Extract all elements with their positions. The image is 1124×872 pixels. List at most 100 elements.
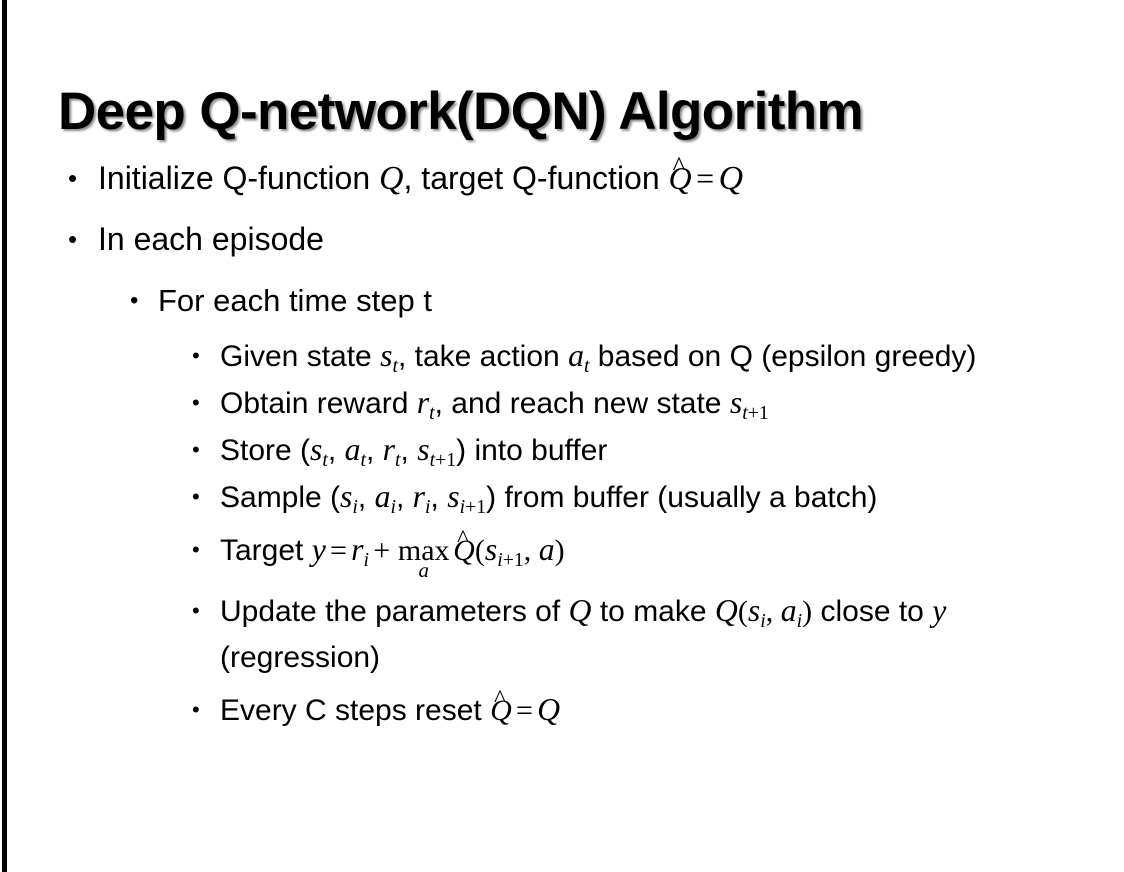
bullet-text: Obtain reward rt, and reach new state st…	[220, 380, 1094, 427]
math-var-y: y	[932, 593, 947, 628]
hat-accent: ^	[493, 684, 506, 714]
bullet-dot: •	[192, 343, 200, 368]
math-subscript: t	[429, 401, 435, 424]
math-var-s: s	[484, 532, 498, 567]
math-var-r: r	[412, 479, 426, 514]
math-subscript: t	[395, 448, 401, 471]
math-var-q: Q	[568, 593, 592, 628]
bullet-dot: •	[130, 287, 139, 314]
sub-var: t	[429, 448, 436, 471]
bullet-dot: •	[68, 224, 78, 254]
bullet-store-transition: • Store (st, at, rt, st+1) into buffer	[0, 427, 1124, 474]
bullet-sample-batch: • Sample (si, ai, ri, si+1) from buffer …	[0, 474, 1124, 521]
math-equals: =	[696, 160, 715, 196]
text-fragment: Store (	[220, 434, 311, 467]
sub-var: i	[459, 495, 466, 518]
math-paren-open: (	[737, 595, 748, 628]
math-subscript: i	[425, 495, 431, 518]
math-var-s: s	[747, 593, 761, 628]
math-subscript: i+1	[460, 496, 487, 518]
text-fragment: , target Q-function	[403, 160, 669, 196]
text-fragment: ,	[365, 434, 383, 467]
bullet-text: For each time step t	[158, 283, 432, 318]
math-var-q2: Q	[714, 593, 738, 628]
math-subscript: t	[322, 448, 328, 471]
text-fragment: ) from buffer (usually a batch)	[486, 481, 878, 514]
math-paren-close: )	[802, 595, 813, 628]
math-var-s-next: s	[417, 432, 430, 467]
bullet-in-each-episode: • In each episode	[0, 209, 1124, 269]
sub-offset: +1	[465, 495, 487, 518]
math-comma: ,	[765, 595, 781, 628]
math-var-a: a	[344, 432, 361, 467]
math-q-hat: ^Q	[669, 148, 692, 208]
max-label: max	[397, 534, 450, 567]
sub-offset: +1	[435, 448, 457, 471]
bullet-dot: •	[192, 437, 200, 462]
sub-var: i	[497, 548, 503, 571]
math-paren-close: )	[554, 534, 565, 567]
math-subscript: t+1	[430, 449, 457, 471]
math-var-s: s	[340, 479, 353, 514]
text-fragment: to make	[591, 595, 715, 628]
bullet-initialize: • Initialize Q-function Q, target Q-func…	[0, 148, 1124, 209]
left-edge-rule	[2, 0, 7, 872]
text-fragment: Every C steps reset	[220, 694, 491, 727]
math-var-q: Q	[537, 692, 561, 727]
bullet-text: Every C steps reset ^Q=Q	[220, 684, 1094, 734]
bullet-dot: •	[192, 390, 200, 415]
hat-accent: ^	[672, 150, 686, 181]
math-var-q2: Q	[718, 160, 744, 197]
text-fragment: ,	[396, 481, 413, 514]
math-subscript: i+1	[497, 549, 524, 571]
hat-base: Q	[490, 694, 512, 727]
text-fragment: ,	[430, 481, 448, 514]
text-fragment: based on Q (epsilon greedy)	[589, 340, 977, 373]
math-subscript: i	[796, 609, 803, 632]
bullet-text: Update the parameters of Q to make Q(si,…	[220, 588, 1094, 681]
math-var-a: a	[780, 593, 797, 628]
math-subscript: i	[352, 495, 358, 518]
bullet-dot: •	[68, 163, 78, 193]
sub-var: t	[742, 401, 748, 424]
text-fragment: Initialize Q-function	[98, 160, 380, 196]
bullet-dot: •	[192, 537, 200, 562]
math-subscript: t	[392, 354, 398, 377]
bullet-obtain-reward: • Obtain reward rt, and reach new state …	[0, 380, 1124, 427]
bullet-text: Given state st, take action at based on …	[220, 333, 1094, 380]
text-fragment: , and reach new state	[434, 387, 730, 420]
text-fragment: Obtain reward	[220, 387, 417, 420]
math-var-y: y	[311, 532, 326, 567]
text-fragment: Target	[220, 534, 312, 567]
math-subscript: t+1	[742, 402, 769, 424]
sub-offset: +1	[502, 548, 524, 571]
math-subscript: i	[760, 609, 766, 632]
math-var-a: a	[374, 479, 391, 514]
bullet-dot: •	[192, 598, 200, 623]
text-fragment: (regression)	[220, 641, 381, 674]
math-var-a: a	[568, 338, 584, 373]
hat-base: Q	[453, 534, 475, 567]
hat-base: Q	[668, 160, 692, 196]
math-var-r: r	[382, 432, 396, 467]
math-q-hat: ^Q	[453, 522, 475, 580]
text-fragment: Given state	[220, 340, 381, 373]
hat-accent: ^	[457, 524, 470, 554]
slide-title: Deep Q-network(DQN) Algorithm	[58, 81, 864, 141]
text-fragment: Update the parameters of	[220, 595, 569, 628]
math-q-hat: ^Q	[490, 684, 512, 734]
bullet-list: • Initialize Q-function Q, target Q-func…	[0, 148, 1124, 734]
bullet-dot: •	[192, 484, 200, 509]
math-subscript: t	[583, 354, 590, 377]
bullet-dot: •	[192, 697, 200, 722]
bullet-text: Store (st, at, rt, st+1) into buffer	[220, 427, 1094, 474]
math-subscript: i	[390, 495, 397, 518]
math-paren-open: (	[474, 534, 485, 567]
math-equals: =	[515, 694, 533, 727]
math-var-r: r	[416, 385, 430, 420]
text-fragment: ,	[327, 434, 345, 467]
